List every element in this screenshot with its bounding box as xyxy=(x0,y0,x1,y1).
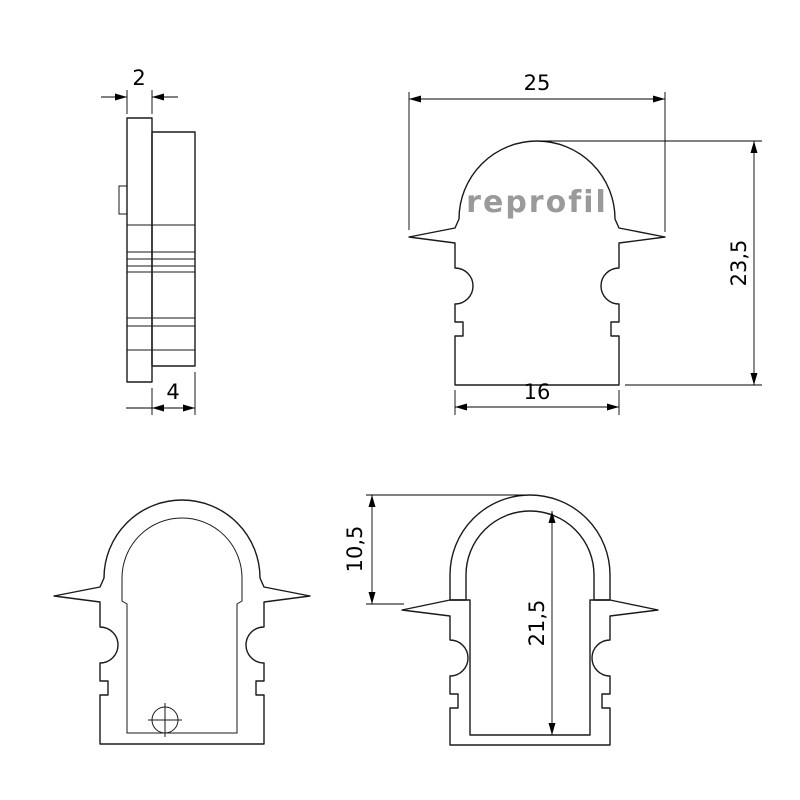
arrowhead xyxy=(548,723,556,735)
screw-hole xyxy=(148,703,182,737)
arrowhead xyxy=(653,95,665,103)
side-view-bump xyxy=(118,185,128,215)
dimension-section-left: 10,5 xyxy=(343,494,524,605)
side-view-plate xyxy=(126,117,153,383)
reprofil-logo: reprofil xyxy=(466,185,608,220)
front-view-outline xyxy=(408,140,666,386)
dim-label-section-left: 10,5 xyxy=(343,526,367,573)
section-body xyxy=(401,599,659,746)
dim-label-front-bottom: 16 xyxy=(524,380,551,404)
section-view: 10,5 21,5 xyxy=(343,494,659,746)
arrowhead xyxy=(368,495,376,507)
dimension-side-top: 2 xyxy=(101,66,178,114)
outline-view-outer xyxy=(53,499,311,745)
dim-label-side-top: 2 xyxy=(132,66,145,90)
dimension-front-bottom: 16 xyxy=(454,380,620,415)
dimension-front-top: 25 xyxy=(408,71,666,232)
outline-view-inner-dome xyxy=(121,517,243,579)
dimension-side-bottom: 4 xyxy=(126,372,196,415)
dim-label-front-top: 25 xyxy=(524,71,551,95)
dimension-section-center: 21,5 xyxy=(525,511,556,735)
dim-label-side-bottom: 4 xyxy=(166,380,179,404)
dim-label-front-right: 23,5 xyxy=(727,240,751,287)
outline-view-inner-channel xyxy=(121,578,243,734)
arrowhead xyxy=(115,93,127,101)
side-view-body xyxy=(151,131,196,367)
arrowhead xyxy=(455,403,467,411)
arrowhead xyxy=(750,373,758,385)
arrowhead xyxy=(183,404,195,412)
side-view-detail-lines xyxy=(127,224,195,351)
section-cover xyxy=(449,494,611,601)
outline-view xyxy=(53,499,311,745)
arrowhead xyxy=(152,93,164,101)
arrowhead xyxy=(548,511,556,523)
arrowhead xyxy=(368,592,376,604)
arrowhead xyxy=(152,404,164,412)
arrowhead xyxy=(409,95,421,103)
side-view: 2 4 xyxy=(101,66,196,415)
dim-label-section-center: 21,5 xyxy=(525,600,549,647)
dimension-front-right: 23,5 xyxy=(540,140,762,386)
arrowhead xyxy=(750,141,758,153)
arrowhead xyxy=(607,403,619,411)
front-view: reprofil 25 23,5 16 xyxy=(408,71,762,415)
